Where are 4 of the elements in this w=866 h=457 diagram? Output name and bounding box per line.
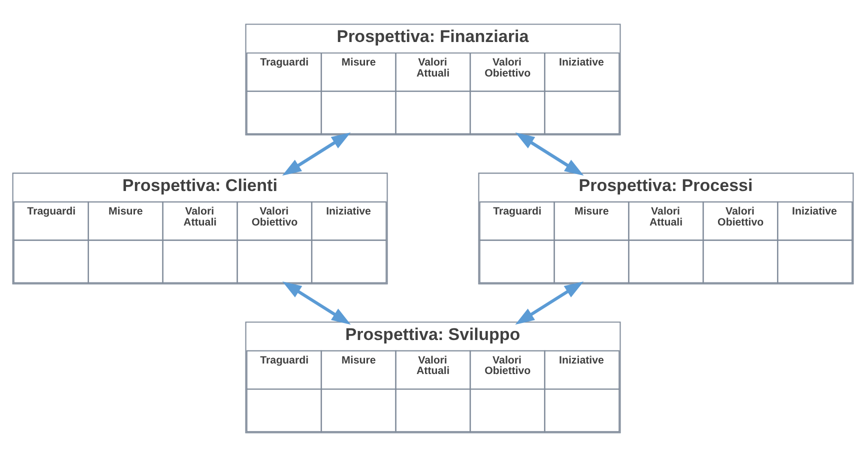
arrow	[515, 132, 584, 176]
arrow	[515, 281, 584, 325]
arrow	[282, 132, 351, 176]
arrow	[282, 281, 351, 325]
